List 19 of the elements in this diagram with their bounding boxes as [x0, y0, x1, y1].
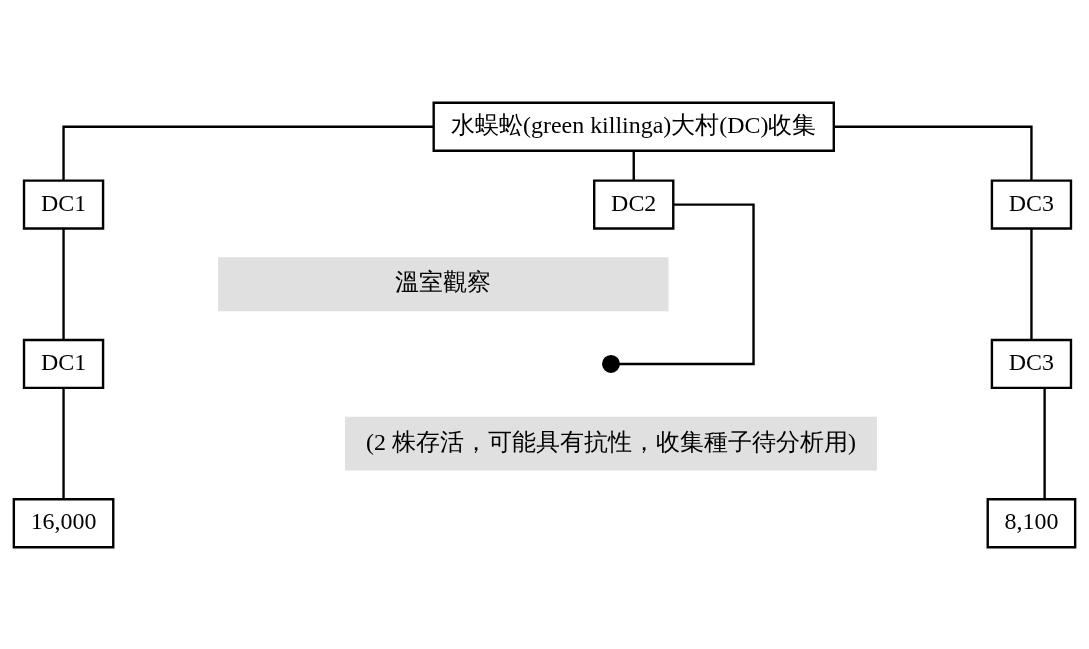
- connector: [632, 150, 635, 180]
- connector: [62, 125, 434, 180]
- node-box: DC2: [593, 178, 675, 230]
- connector: [62, 228, 65, 339]
- connector: [619, 202, 755, 365]
- node-box: 16,000: [12, 497, 115, 548]
- node-box: 溫室觀察: [218, 256, 669, 311]
- connector: [1043, 387, 1046, 499]
- node-box: DC3: [990, 338, 1073, 389]
- connector: [62, 387, 65, 499]
- node-box: 水蜈蚣(green killinga)大村(DC)收集: [432, 101, 835, 152]
- node-box: DC3: [990, 178, 1073, 230]
- node-box: (2 株存活，可能具有抗性，收集種子待分析用): [345, 416, 877, 471]
- connector: [1030, 228, 1033, 339]
- node-cross: [602, 354, 620, 373]
- node-box: DC1: [22, 338, 105, 389]
- connector: [834, 125, 1033, 180]
- node-box: 8,100: [986, 497, 1077, 548]
- node-box: DC1: [22, 178, 105, 230]
